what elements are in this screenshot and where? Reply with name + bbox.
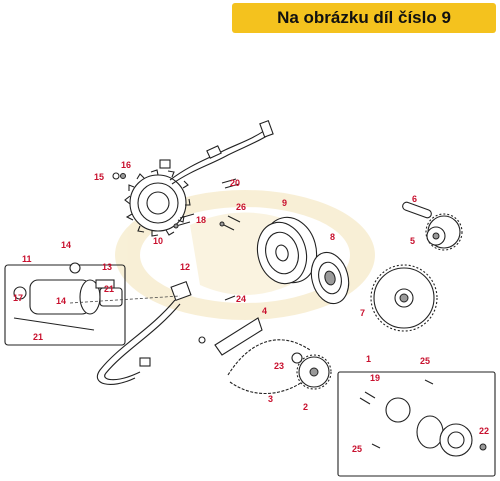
flywheel-part[interactable] — [251, 211, 324, 289]
starter-cable-part[interactable] — [96, 280, 192, 385]
callout-25-top: 25 — [420, 356, 430, 366]
chain-guide-part[interactable] — [198, 295, 263, 356]
callout-14-top: 14 — [61, 240, 71, 250]
callout-15: 15 — [94, 172, 104, 182]
callout-6: 6 — [412, 194, 417, 204]
assembly-line-starter — [69, 295, 181, 304]
callout-21-bottom: 21 — [33, 332, 43, 342]
idle-gear-part[interactable] — [402, 201, 463, 251]
callout-10: 10 — [153, 236, 163, 246]
stator-part[interactable] — [124, 120, 274, 237]
callout-8: 8 — [330, 232, 335, 242]
callout-20: 20 — [230, 178, 240, 188]
callout-18: 18 — [196, 215, 206, 225]
callout-16: 16 — [121, 160, 131, 170]
callout-1: 1 — [366, 354, 371, 364]
callout-25-bottom: 25 — [352, 444, 362, 454]
callout-11: 11 — [22, 254, 32, 264]
callout-19: 19 — [370, 373, 380, 383]
callout-14-bottom: 14 — [56, 296, 66, 306]
callout-9: 9 — [282, 198, 287, 208]
cam-chain-part[interactable] — [227, 339, 311, 394]
callout-13: 13 — [102, 262, 112, 272]
starter-clutch-part[interactable] — [306, 248, 354, 308]
highlight-banner: Na obrázku díl číslo 9 — [232, 3, 496, 33]
oil-pump-assembly[interactable] — [337, 371, 496, 477]
callout-labels: 1 2 3 4 5 6 7 8 9 10 11 12 13 14 14 15 1… — [13, 160, 489, 454]
callout-24: 24 — [236, 294, 246, 304]
callout-5: 5 — [410, 236, 415, 246]
cam-sprocket-part[interactable] — [291, 352, 332, 390]
starter-motor-part[interactable] — [4, 262, 126, 346]
callout-4: 4 — [262, 306, 267, 316]
callout-22: 22 — [479, 426, 489, 436]
callout-7: 7 — [360, 308, 365, 318]
callout-3: 3 — [268, 394, 273, 404]
callout-2: 2 — [303, 402, 308, 412]
starter-driven-gear-part[interactable] — [370, 264, 438, 332]
callout-17: 17 — [13, 293, 23, 303]
small-bolts[interactable] — [112, 172, 241, 231]
callout-26: 26 — [236, 202, 246, 212]
callout-23: 23 — [274, 361, 284, 371]
callout-12: 12 — [180, 262, 190, 272]
callout-21-top: 21 — [104, 284, 114, 294]
